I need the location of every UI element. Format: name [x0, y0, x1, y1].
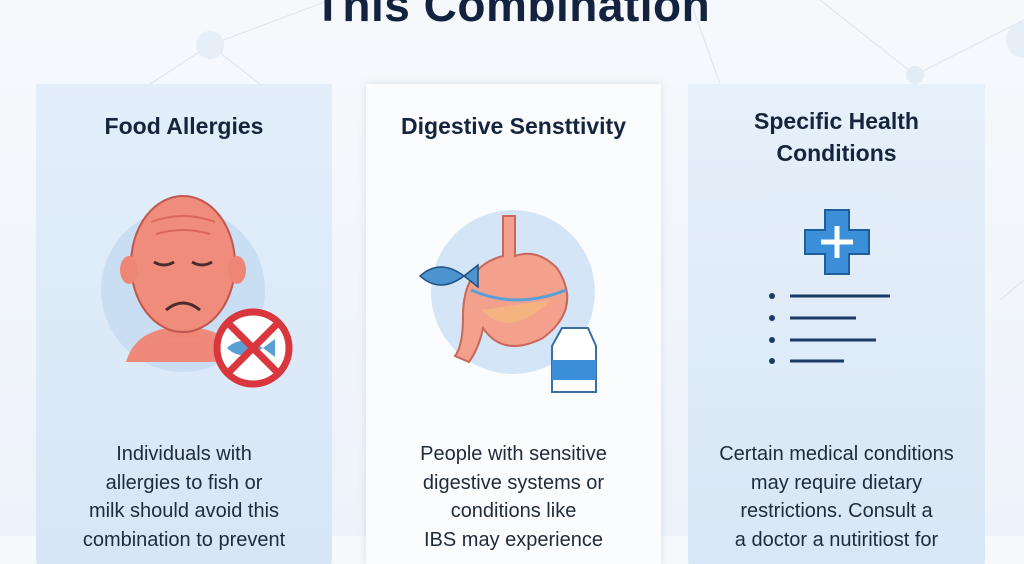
card-body: Certain medical conditions may require d…: [698, 440, 975, 554]
body-line: restrictions. Consult a: [740, 500, 933, 522]
body-line: Individuals with: [116, 443, 252, 465]
body-line: milk should avoid this: [88, 500, 280, 522]
heading-line: Conditions: [776, 140, 897, 166]
card-food-allergies: Food Allergies Individuals with allergie…: [36, 84, 332, 564]
body-line: combination to prevent: [82, 528, 286, 551]
body-line: IBS may experience: [424, 528, 603, 551]
checklist-icon: [769, 293, 890, 364]
stomach-icon: [431, 210, 595, 374]
body-line: People with sensitive: [420, 443, 607, 465]
body-line: allergies to fish or: [105, 471, 263, 494]
body-line: Certain medical conditions: [719, 443, 954, 465]
card-heading: Specific Health Conditions: [688, 105, 985, 169]
card-body: People with sensitive digestive systems …: [376, 440, 651, 554]
fish-icon: [418, 263, 479, 289]
card-body: Individuals with allergies to fish or mi…: [46, 440, 322, 554]
no-fish-icon: [213, 308, 293, 388]
card-specific-health-conditions: Specific Health Conditions Certain medic…: [688, 84, 985, 564]
body-line: digestive systems or: [422, 471, 605, 494]
card-digestive-sensitivity: Digestive Sensttivity People with sensit…: [366, 84, 661, 564]
card-heading: Digestive Sensttivity: [401, 113, 626, 139]
body-line: may require dietary: [750, 471, 923, 494]
milk-carton-icon: [551, 327, 597, 393]
card-heading: Food Allergies: [104, 113, 264, 139]
medical-cross-icon: [804, 209, 870, 275]
page-title: This Combination: [313, 0, 711, 31]
body-line: a doctor a nutiritiost for: [734, 528, 939, 551]
body-line: conditions like: [450, 500, 577, 522]
network-background: [149, 0, 1024, 301]
heading-line: Specific Health: [754, 108, 919, 134]
